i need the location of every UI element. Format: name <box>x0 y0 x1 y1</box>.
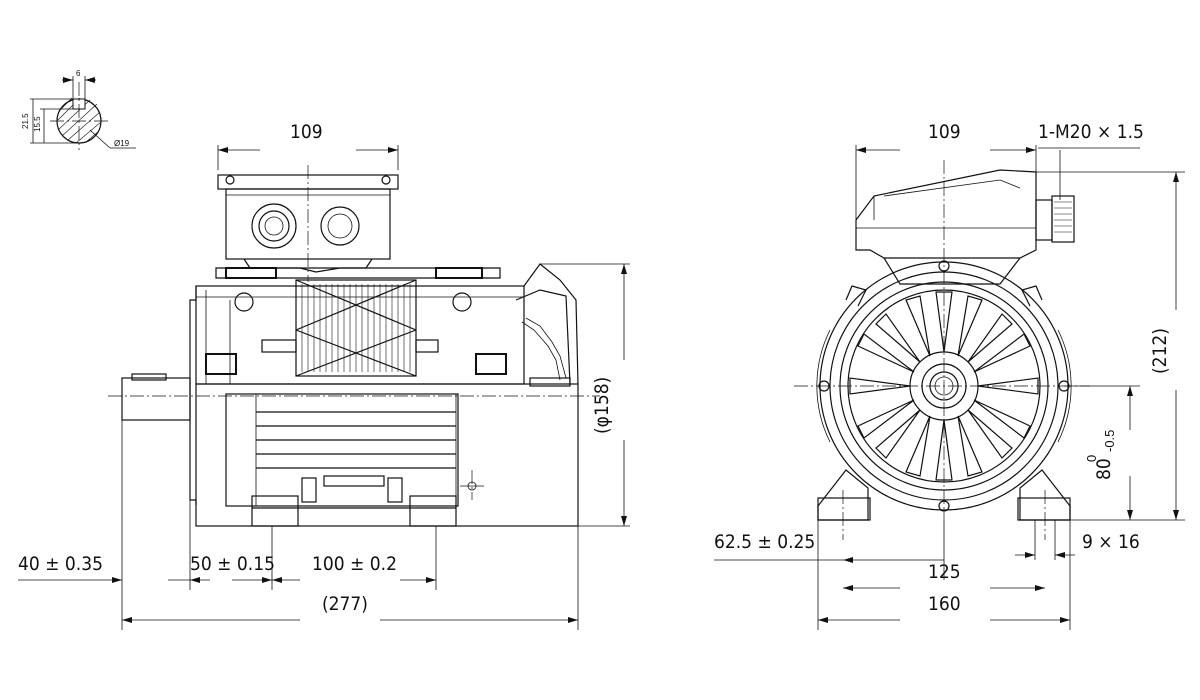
shaft-height-label: 80 <box>1093 458 1115 480</box>
motor-end-face <box>794 260 1090 540</box>
terminal-box-end <box>855 160 1075 520</box>
shoulder-to-hole-label: 50 ± 0.15 <box>190 553 275 575</box>
shaft-side <box>108 373 600 421</box>
overall-length-label: (277) <box>322 593 368 615</box>
side-box-width-label: 109 <box>290 121 323 143</box>
end-hole-spacing-label: 125 <box>928 561 961 583</box>
foot-hole-size-label: 9 × 16 <box>1082 531 1140 553</box>
foot-width-label: 160 <box>928 593 961 615</box>
motor-body-side <box>189 263 579 527</box>
keyway-detail: 6 21.5 15.5 Ø19 <box>21 69 136 150</box>
terminal-box-side <box>217 165 399 282</box>
cable-gland-label: 1-M20 × 1.5 <box>1038 121 1144 143</box>
side-foot-hole-spacing-label: 100 ± 0.2 <box>312 553 397 575</box>
keyway-width-label: 6 <box>76 69 81 78</box>
shaft-height-tol-upper: 0 <box>1084 455 1099 462</box>
end-box-width-label: 109 <box>928 121 961 143</box>
keyway-depth-outer-label: 21.5 <box>21 113 30 129</box>
overall-height-label: (212) <box>1149 328 1171 374</box>
shaft-extension-label: 40 ± 0.35 <box>18 553 103 575</box>
keyway-depth-inner-label: 15.5 <box>33 116 42 132</box>
side-view: 109 (φ158) 40 ± 0.35 50 ± 0.15 100 ± 0.2… <box>18 121 630 630</box>
end-view: 109 1-M20 × 1.5 (212) 80 0 -0.5 9 × 16 6… <box>714 121 1185 630</box>
half-hole-spacing-label: 62.5 ± 0.25 <box>714 531 815 553</box>
shaft-height-tol-lower: -0.5 <box>1102 430 1117 452</box>
shaft-diameter-label: Ø19 <box>114 139 130 148</box>
flange-diameter-label: (φ158) <box>591 377 613 434</box>
